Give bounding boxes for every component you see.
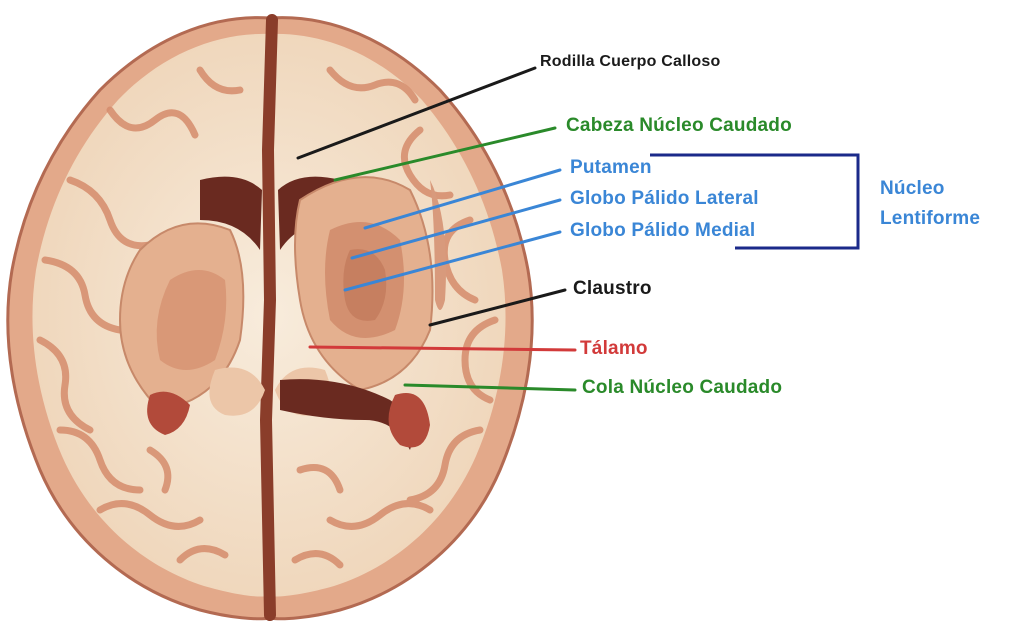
rodilla-pointer xyxy=(296,66,537,160)
thalamus-region xyxy=(147,367,430,450)
label-cola-nucleo-caudado: Cola Núcleo Caudado xyxy=(582,377,783,398)
lentiform-bracket xyxy=(650,153,860,250)
globo-lateral-pointer xyxy=(350,198,562,260)
putamen-pointer xyxy=(363,168,562,230)
longitudinal-fissure xyxy=(259,14,278,621)
label-nucleo-lentiforme-line2: Lentiforme xyxy=(880,208,981,229)
pointer-lines xyxy=(296,66,577,392)
label-talamo: Tálamo xyxy=(580,338,648,359)
label-globo-palido-medial: Globo Pálido Medial xyxy=(570,220,756,241)
label-claustro: Claustro xyxy=(573,278,652,299)
cola-pointer xyxy=(403,383,577,392)
claustro-pointer xyxy=(428,288,567,327)
label-cabeza-nucleo-caudado: Cabeza Núcleo Caudado xyxy=(566,115,792,136)
cabeza-pointer xyxy=(333,126,557,182)
talamo-pointer xyxy=(308,345,577,352)
label-nucleo-lentiforme-line1: Núcleo xyxy=(880,178,945,199)
label-globo-palido-lateral: Globo Pálido Lateral xyxy=(570,188,759,209)
label-rodilla-cuerpo-calloso: Rodilla Cuerpo Calloso xyxy=(540,53,721,70)
gyri-pattern xyxy=(36,66,499,569)
label-putamen: Putamen xyxy=(570,157,652,178)
globo-medial-pointer xyxy=(343,230,562,292)
